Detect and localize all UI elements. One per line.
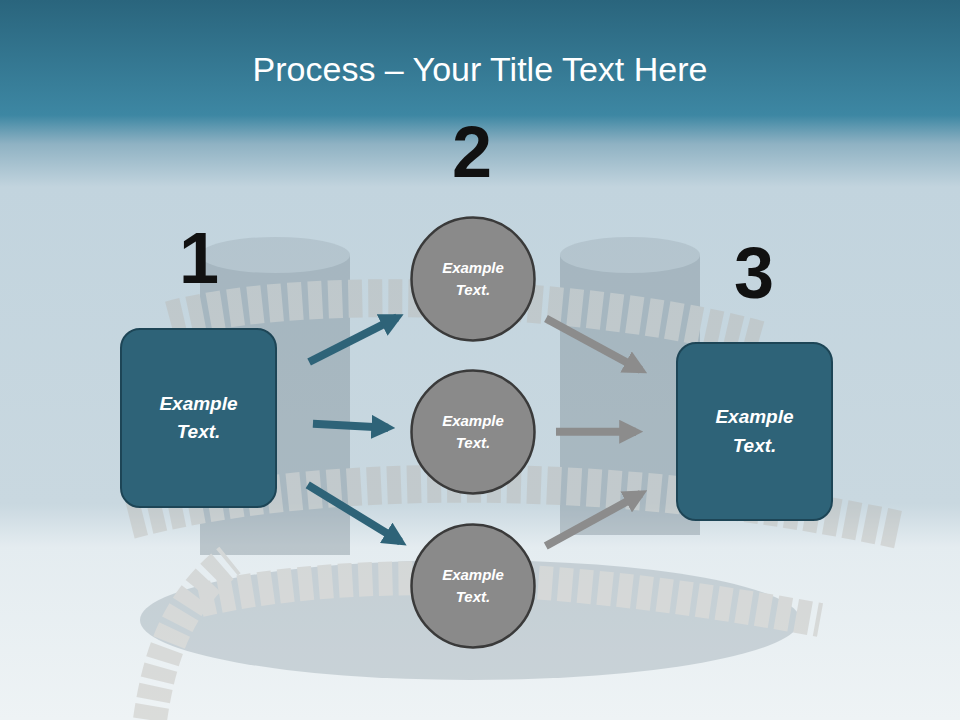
circle-outline [410, 216, 536, 342]
process-box: Example Text. [676, 342, 833, 521]
circle-shape [412, 218, 535, 341]
flow-arrow [309, 317, 397, 362]
circle-outline [410, 523, 536, 649]
bollard-top [560, 237, 700, 273]
node-text: Example Text. [122, 390, 275, 447]
process-circle: Example Text. [410, 523, 536, 649]
title-text: Process – Your Title Text Here [0, 50, 960, 89]
node-text: Example Text. [410, 564, 536, 609]
process-circle: Example Text. [410, 216, 536, 342]
step-number: 1 [179, 222, 219, 294]
node-text: Example Text. [410, 410, 536, 455]
flow-arrow [556, 428, 636, 436]
step-number: 2 [452, 116, 492, 188]
slide-title: Process – Your Title Text Here [0, 50, 960, 89]
circle-outline [410, 369, 536, 495]
process-box: Example Text. [120, 328, 277, 508]
flow-arrow [546, 319, 641, 370]
flow-arrow [308, 485, 401, 542]
process-circle: Example Text. [410, 369, 536, 495]
flow-arrow [313, 424, 388, 428]
rope-end [150, 560, 230, 720]
step-number: 3 [734, 237, 774, 309]
circle-shape [412, 525, 535, 648]
bollard-top [200, 237, 350, 273]
node-text: Example Text. [678, 403, 831, 460]
circle-shape [412, 371, 535, 494]
flow-arrow [546, 494, 641, 546]
node-text: Example Text. [410, 257, 536, 302]
